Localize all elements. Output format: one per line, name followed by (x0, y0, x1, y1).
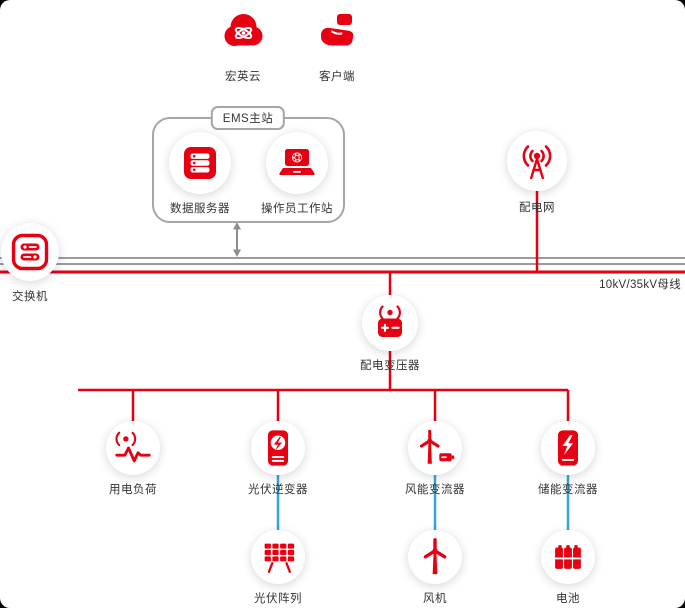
radio-tower-icon (507, 131, 567, 191)
solar-panel-icon (251, 530, 305, 584)
operator-workstation-label: 操作员工作站 (261, 203, 333, 215)
data-server-label: 数据服务器 (170, 203, 230, 215)
pv-array-label: 光伏阵列 (254, 593, 302, 605)
client-label: 客户端 (319, 71, 355, 83)
load-pulse-icon (106, 421, 160, 475)
dist-grid-label: 配电网 (519, 202, 555, 214)
wind-converter-icon (408, 421, 462, 475)
wind-turbine-icon (408, 530, 462, 584)
storage-converter-icon (541, 421, 595, 475)
inverter-bolt-icon (251, 421, 305, 475)
cloud-atom-icon (215, 4, 271, 60)
battery-label: 电池 (556, 593, 580, 605)
client-hand-icon (310, 5, 364, 59)
wind-turbine-label: 风机 (423, 593, 447, 605)
ems-bus-arrow (233, 222, 241, 257)
server-icon (169, 132, 231, 194)
switch-label: 交换机 (12, 291, 48, 303)
wind-converter-label: 风能变流器 (405, 484, 465, 496)
battery-icon (541, 530, 595, 584)
busbar-label: 10kV/35kV母线 (599, 279, 681, 291)
transformer-icon (362, 295, 418, 351)
workstation-icon (266, 132, 328, 194)
load-label: 用电负荷 (109, 484, 157, 496)
pv-inverter-label: 光伏逆变器 (248, 484, 308, 496)
cloud-label: 宏英云 (225, 71, 261, 83)
ems-station-tag: EMS主站 (210, 106, 286, 130)
storage-converter-label: 储能变流器 (538, 484, 598, 496)
transformer-label: 配电变压器 (360, 360, 420, 372)
network-switch-icon (1, 223, 59, 281)
